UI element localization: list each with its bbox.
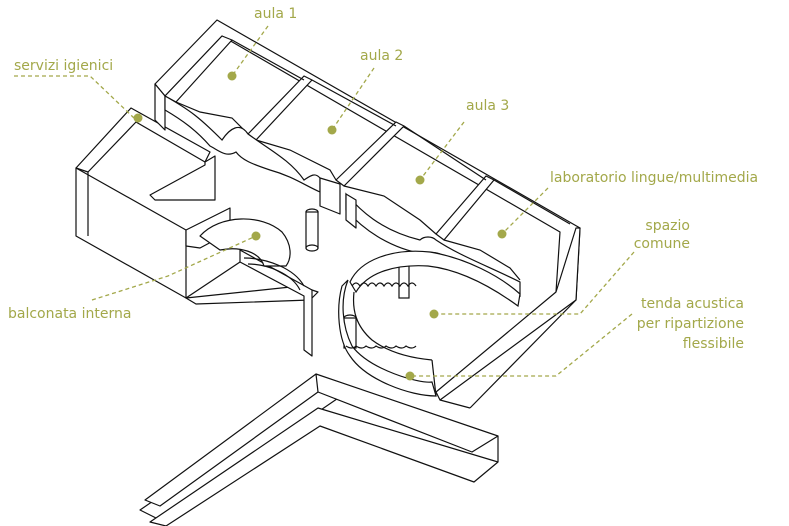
marker-tenda (405, 371, 415, 381)
marker-spazio-comune (429, 309, 439, 319)
main-block (75, 19, 581, 409)
acoustic-curtain (338, 250, 521, 397)
marker-aula-2 (327, 125, 337, 135)
label-laboratorio: laboratorio lingue/multimedia (550, 170, 759, 186)
balcony (199, 218, 305, 291)
label-spazio-line-1: spazio (645, 218, 690, 234)
marker-balconata (251, 231, 261, 241)
marker-dots (133, 71, 507, 381)
label-spazio-line-2: comune (633, 236, 690, 252)
marker-servizi (133, 113, 143, 123)
label-balconata: balconata interna (8, 306, 132, 322)
classroom-partitions (164, 35, 571, 281)
leader-lines (14, 25, 635, 377)
label-tenda-line-2: per ripartizione (636, 316, 744, 332)
label-servizi-igienici: servizi igienici (14, 58, 114, 74)
label-aula-2: aula 2 (360, 48, 404, 64)
marker-aula-3 (415, 175, 425, 185)
corridor-wing (139, 373, 499, 526)
marker-laboratorio (497, 229, 507, 239)
label-tenda-line-3: flessibile (682, 336, 744, 352)
label-aula-1: aula 1 (254, 6, 298, 22)
marker-aula-1 (227, 71, 237, 81)
label-tenda-line-1: tenda acustica (641, 296, 744, 312)
label-aula-3: aula 3 (466, 98, 510, 114)
